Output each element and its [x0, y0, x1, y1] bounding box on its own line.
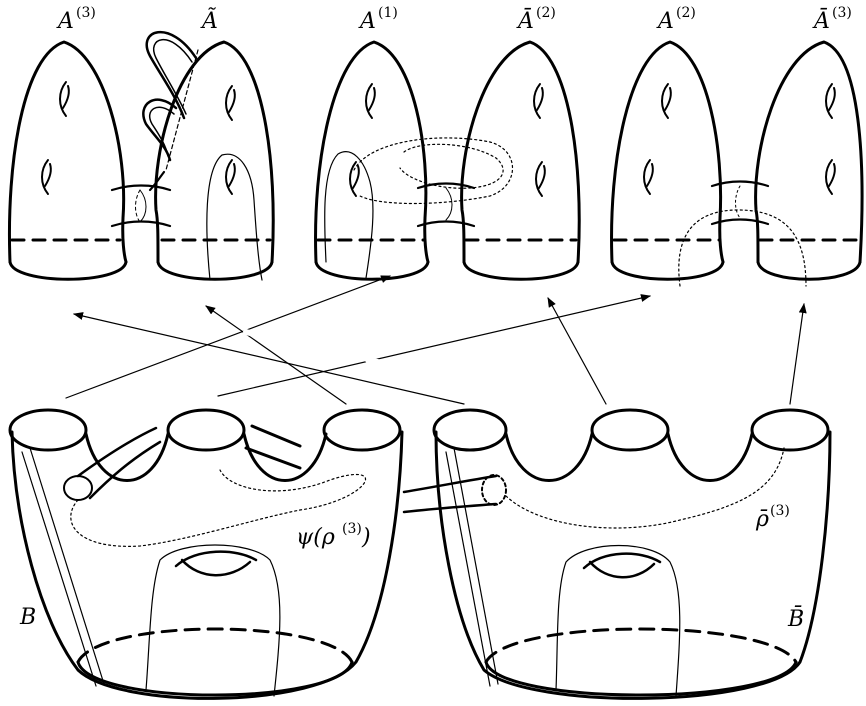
scallop [668, 434, 752, 481]
label-psi-close: ) [361, 525, 371, 550]
panel-top-middle [316, 42, 580, 279]
neck-cut-hidden [136, 190, 141, 222]
surface-b-bar [404, 410, 830, 698]
tube-lower [404, 504, 496, 512]
surface-b [10, 410, 402, 698]
label-a-bar-3-sup: (3) [832, 5, 852, 21]
arrow [548, 298, 606, 404]
dotted-loop-outer [354, 138, 513, 204]
top-circle [592, 410, 668, 450]
labels: A (3) Ã A (1) Ā (2) A (2) Ā (3) B B̄ ψ(ρ… [19, 5, 852, 632]
handle-hole [826, 160, 835, 194]
handle-hole [644, 160, 653, 194]
scallop [86, 434, 168, 481]
handle-hole-bottom [182, 560, 250, 575]
top-circle [324, 410, 400, 450]
label-a3: A [56, 9, 74, 34]
double-line [454, 448, 498, 684]
peak-a2 [612, 42, 723, 262]
handle-hole [536, 162, 545, 196]
handle-hole [826, 84, 835, 118]
top-circle [752, 410, 828, 450]
label-a2: A [656, 9, 674, 34]
neck-cut [446, 188, 452, 220]
base-a-bar-2 [464, 262, 578, 279]
label-b-bar: B̄ [787, 605, 804, 632]
base-a2 [612, 262, 723, 279]
panel-top-left [9, 32, 273, 280]
arrow [66, 276, 390, 398]
peak-a-bar-2 [462, 42, 580, 262]
handle-hole [42, 160, 51, 194]
double-line [446, 452, 490, 686]
label-a1: A [358, 9, 376, 34]
handle-outline [556, 546, 680, 697]
arrows [66, 276, 804, 404]
arrow [218, 296, 650, 396]
label-a-bar-2-sup: (2) [536, 5, 556, 21]
arrow [790, 304, 804, 404]
top-circle [10, 410, 86, 450]
dotted-arc [679, 210, 806, 286]
panel-top-right [612, 42, 862, 286]
label-rho-bar: ρ̄ [755, 507, 769, 532]
neck-cut-hidden [736, 186, 741, 218]
curve-a1 [325, 152, 373, 278]
tube-end [64, 476, 92, 500]
label-b: B [19, 605, 36, 630]
label-psi-sup: (3) [342, 521, 362, 537]
bottom-rim-back [78, 629, 352, 662]
peak-a3 [9, 42, 126, 262]
handle-hole [662, 84, 671, 118]
label-a-bar-3: Ā [812, 8, 830, 34]
label-a1-sup: (1) [378, 5, 398, 21]
handle-outline [146, 545, 280, 696]
arrow [206, 306, 346, 404]
handle-hole [60, 82, 69, 116]
label-a3-sup: (3) [76, 5, 96, 21]
bottom-rim-back [486, 629, 796, 662]
base-a-bar-3 [758, 262, 860, 279]
neck-bottom [112, 222, 170, 227]
handle-hole [226, 86, 235, 120]
handle-hole-top [176, 552, 256, 566]
neck-top [112, 186, 170, 191]
label-rho-bar-sup: (3) [770, 503, 790, 519]
handle-hole [226, 160, 235, 194]
peak-a-bar-3 [756, 42, 862, 262]
surface-b-bar-outline [436, 432, 830, 698]
band [252, 426, 300, 446]
top-circle [434, 410, 506, 450]
base-a3 [10, 262, 126, 279]
top-circle [168, 410, 244, 450]
neck-bottom [418, 222, 474, 227]
base-a-tilde [158, 262, 272, 279]
label-a-bar-2: Ā [516, 8, 534, 34]
tube-end [482, 475, 506, 505]
dotted-loop-inner [400, 144, 503, 188]
base-a1 [316, 262, 428, 279]
handle-hole [366, 84, 375, 118]
double-line [30, 448, 104, 684]
label-psi: ψ(ρ [296, 525, 335, 550]
surface-b-outline [12, 432, 402, 698]
handle-hole-bottom [590, 562, 654, 577]
label-a-tilde: Ã [200, 6, 218, 34]
handle-hole [534, 84, 543, 118]
neck-cut [140, 190, 146, 222]
handle-hole [350, 162, 359, 196]
scallop [506, 434, 592, 481]
arrow [74, 314, 464, 404]
label-a2-sup: (2) [676, 5, 696, 21]
